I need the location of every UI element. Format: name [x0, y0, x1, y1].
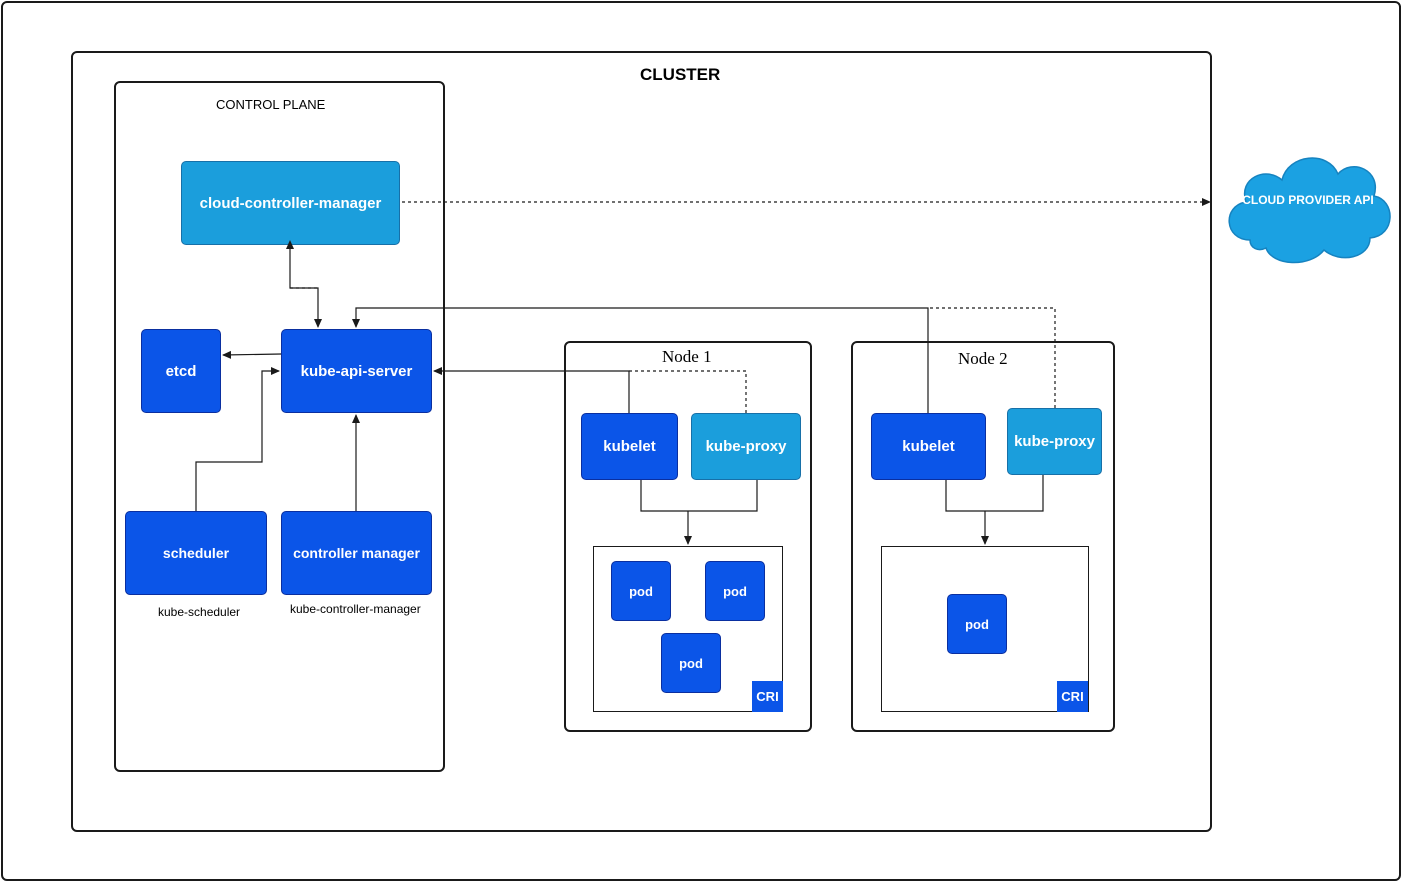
node-1-title: Node 1	[662, 347, 712, 366]
cluster-title: CLUSTER	[640, 65, 721, 84]
node-1-cri-badge: CRI	[752, 681, 783, 712]
node-1-kubelet-box[interactable]: kubelet	[581, 413, 678, 480]
cloud-icon[interactable]	[1220, 140, 1396, 268]
node-2-pod[interactable]: pod	[947, 594, 1007, 654]
node-2-cri-badge: CRI	[1057, 681, 1088, 712]
kube-api-server-box[interactable]: kube-api-server	[281, 329, 432, 413]
cluster-boundary	[71, 51, 1212, 832]
controller-manager-box[interactable]: controller manager	[281, 511, 432, 595]
node-1-pod[interactable]: pod	[705, 561, 765, 621]
node-2-kubelet-box[interactable]: kubelet	[871, 413, 986, 480]
cloud-controller-manager-box[interactable]: cloud-controller-manager	[181, 161, 400, 245]
cloud-provider-label: CLOUD PROVIDER API	[1242, 193, 1374, 207]
node-2-title: Node 2	[958, 349, 1008, 368]
scheduler-caption: kube-scheduler	[158, 605, 241, 619]
node-1-kube-proxy-box[interactable]: kube-proxy	[691, 413, 801, 480]
controller-manager-caption: kube-controller-manager	[290, 602, 421, 616]
control-plane-title: CONTROL PLANE	[216, 97, 326, 112]
node-1-pod[interactable]: pod	[661, 633, 721, 693]
node-1-pod[interactable]: pod	[611, 561, 671, 621]
control-plane-boundary	[114, 81, 445, 772]
etcd-box[interactable]: etcd	[141, 329, 221, 413]
scheduler-box[interactable]: scheduler	[125, 511, 267, 595]
node-2-kube-proxy-box[interactable]: kube-proxy	[1007, 408, 1102, 475]
